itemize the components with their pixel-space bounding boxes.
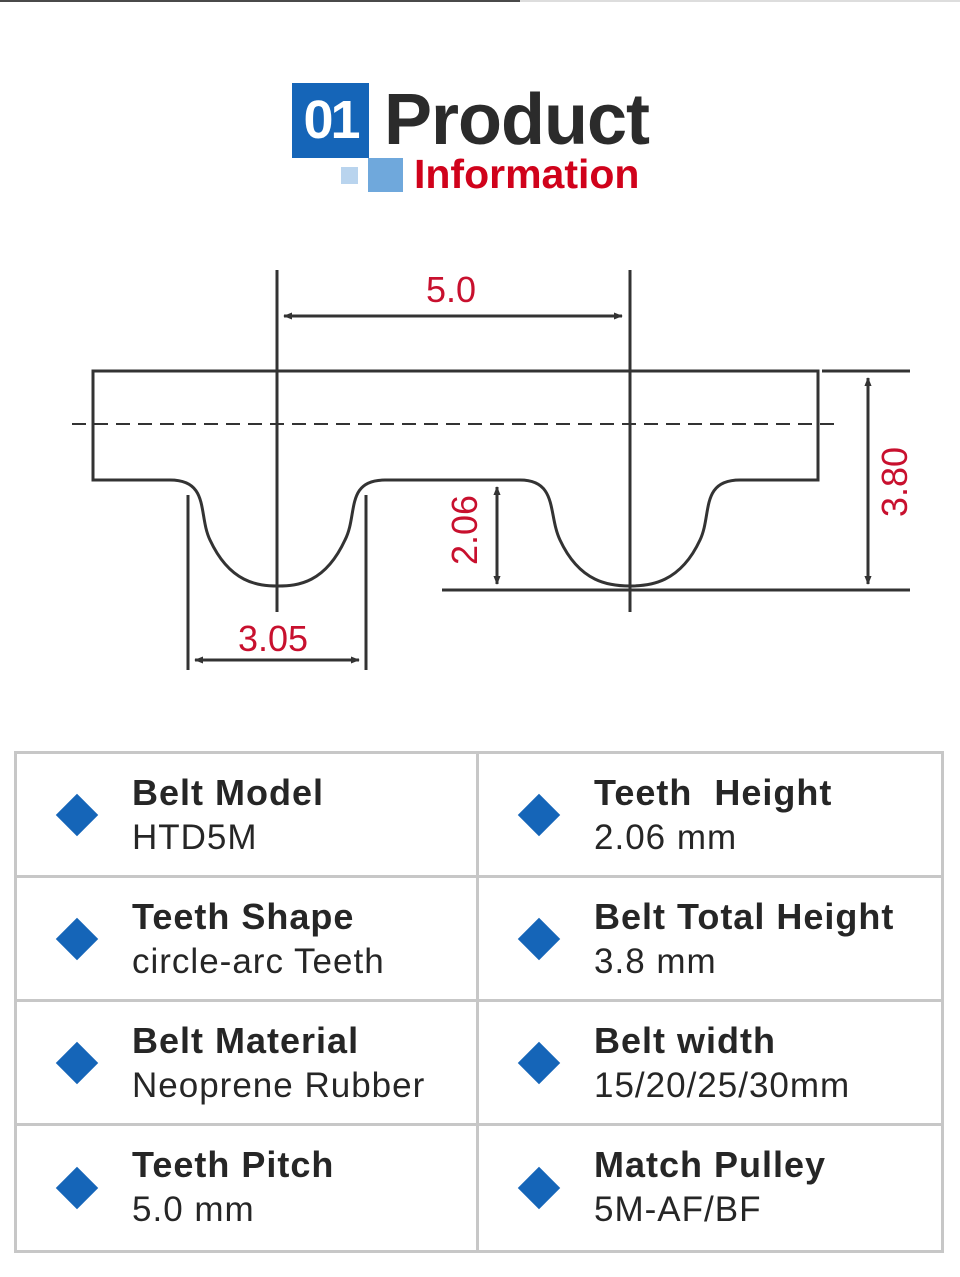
- diamond-bullet-icon: [55, 1166, 99, 1210]
- spec-cell-belt-width: Belt width 15/20/25/30mm: [479, 1002, 941, 1126]
- pitch-dimension-label: 5.0: [426, 269, 476, 310]
- tooth-height-dimension-label: 2.06: [444, 495, 485, 565]
- spec-cell-belt-model: Belt Model HTD5M: [17, 754, 479, 878]
- belt-outline: [91, 369, 820, 588]
- spec-value: 5M-AF/BF: [594, 1190, 762, 1229]
- spec-value: 2.06 mm: [594, 818, 738, 857]
- spec-label: Belt Material: [132, 1020, 360, 1061]
- spec-value: Neoprene Rubber: [132, 1066, 426, 1105]
- spec-label: Belt Total Height: [594, 896, 895, 937]
- decorative-square-small: [341, 167, 358, 184]
- spec-table: Belt Model HTD5M Teeth Height 2.06 mm Te…: [14, 751, 944, 1253]
- spec-value: 15/20/25/30mm: [594, 1066, 851, 1105]
- spec-value: HTD5M: [132, 818, 258, 857]
- section-header: 01 Product Information: [290, 80, 690, 200]
- diamond-bullet-icon: [517, 1166, 561, 1210]
- spec-label: Teeth Pitch: [132, 1144, 335, 1185]
- section-subtitle: Information: [414, 151, 640, 197]
- diamond-bullet-icon: [55, 1041, 99, 1084]
- section-title: Product: [384, 80, 650, 160]
- spec-cell-match-pulley: Match Pulley 5M-AF/BF: [479, 1126, 941, 1250]
- spec-cell-belt-total-height: Belt Total Height 3.8 mm: [479, 878, 941, 1002]
- section-number-badge: 01: [292, 83, 369, 158]
- top-rule-accent: [0, 0, 520, 2]
- spec-label: Belt width: [594, 1020, 776, 1061]
- belt-profile-diagram: 5.0 3.80 2.06 3.05: [0, 250, 960, 690]
- spec-value: circle-arc Teeth: [132, 942, 385, 981]
- spec-cell-teeth-shape: Teeth Shape circle-arc Teeth: [17, 878, 479, 1002]
- spec-cell-teeth-pitch: Teeth Pitch 5.0 mm: [17, 1126, 479, 1250]
- diamond-bullet-icon: [517, 917, 561, 960]
- diamond-bullet-icon: [55, 917, 99, 960]
- tooth-width-dimension-label: 3.05: [238, 618, 308, 659]
- diamond-bullet-icon: [517, 1041, 561, 1084]
- spec-cell-teeth-height: Teeth Height 2.06 mm: [479, 754, 941, 878]
- total-height-dimension-label: 3.80: [874, 447, 915, 517]
- spec-label: Belt Model: [132, 772, 325, 813]
- spec-value: 5.0 mm: [132, 1190, 255, 1229]
- belt-profile-svg: 5.0 3.80 2.06 3.05: [72, 269, 915, 670]
- diamond-bullet-icon: [55, 793, 99, 836]
- diamond-bullet-icon: [517, 793, 561, 836]
- spec-cell-belt-material: Belt Material Neoprene Rubber: [17, 1002, 479, 1126]
- spec-value: 3.8 mm: [594, 942, 717, 981]
- spec-label: Teeth Shape: [132, 896, 355, 937]
- decorative-square-large: [368, 158, 403, 192]
- spec-label: Teeth Height: [594, 772, 833, 813]
- spec-label: Match Pulley: [594, 1144, 827, 1185]
